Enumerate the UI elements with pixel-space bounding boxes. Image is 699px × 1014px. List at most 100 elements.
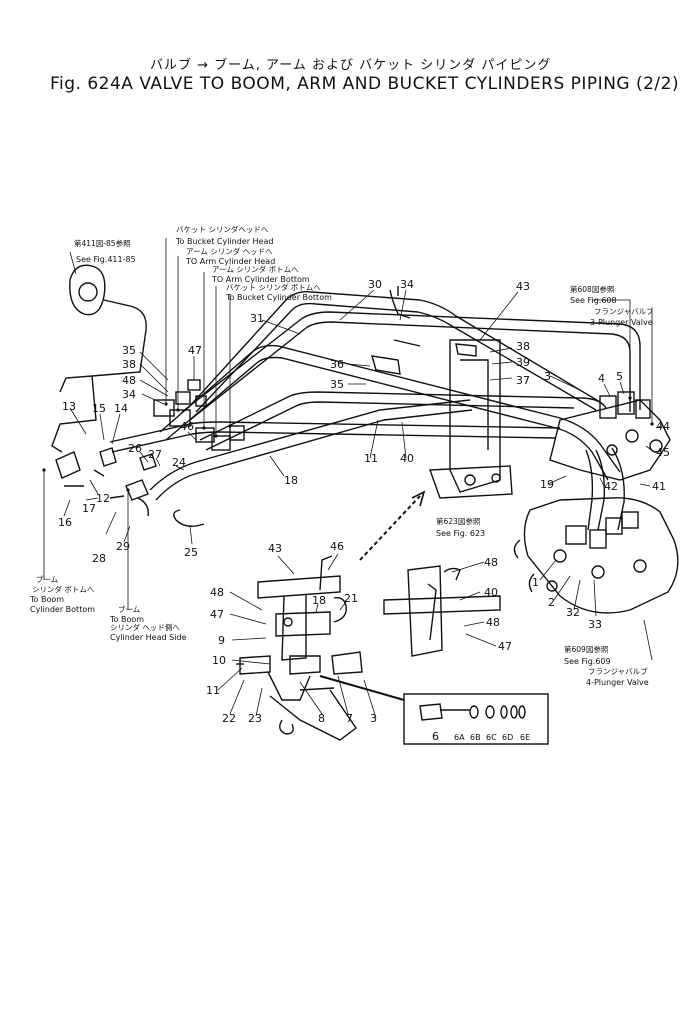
note-boom-bottom-jp1: ブーム <box>36 574 58 584</box>
note-ref-411-jp: 第411図-85参照 <box>74 238 131 248</box>
callout-6b: 6B <box>470 733 481 742</box>
callout-25: 25 <box>184 546 198 559</box>
callout-5: 5 <box>616 370 623 383</box>
note-ref-623: See Fig. 623 <box>436 529 485 538</box>
callout-38: 38 <box>122 358 136 371</box>
callout-18-lower: 18 <box>312 594 326 607</box>
callout-35: 35 <box>122 344 136 357</box>
callout-2: 2 <box>548 596 555 609</box>
callout-42: 42 <box>604 480 618 493</box>
note-ref-623-jp: 第623図参照 <box>436 516 481 526</box>
note-arm-head-jp: アーム シリンダ ヘッドへ <box>186 246 273 256</box>
callout-3: 3 <box>544 370 551 383</box>
callout-39: 39 <box>516 356 530 369</box>
callout-6a: 6A <box>454 733 465 742</box>
callout-13: 13 <box>62 400 76 413</box>
callout-35-center: 35 <box>330 378 344 391</box>
callout-17: 17 <box>82 502 96 515</box>
figure-title: Fig. 624A VALVE TO BOOM, ARM AND BUCKET … <box>50 74 680 94</box>
callout-18: 18 <box>284 474 298 487</box>
note-boom-bottom-1: To Boom <box>29 595 64 604</box>
callout-3-lower: 3 <box>370 712 377 725</box>
callout-38-right: 38 <box>516 340 530 353</box>
note-ref-411: See Fig.411-85 <box>76 255 136 264</box>
note-boom-head-jp2: シリンダ ヘッド側へ <box>110 622 180 632</box>
callout-4: 4 <box>598 372 605 385</box>
note-valve-3: 3-Plunger Valve <box>590 318 653 327</box>
callout-28: 28 <box>92 552 106 565</box>
callout-44: 44 <box>656 420 670 433</box>
callout-27: 27 <box>148 448 162 461</box>
callout-34-left: 34 <box>122 388 136 401</box>
note-boom-bottom-2: Cylinder Bottom <box>30 605 95 614</box>
callout-45: 45 <box>656 446 670 459</box>
note-boom-head-jp1: ブーム <box>118 604 140 614</box>
callout-47: 47 <box>188 344 202 357</box>
callout-10: 10 <box>212 654 226 667</box>
callout-26: 26 <box>128 442 142 455</box>
note-valve-4: 4-Plunger Valve <box>586 678 649 687</box>
callout-6c: 6C <box>486 733 497 742</box>
callout-37: 37 <box>516 374 530 387</box>
note-bucket-head: To Bucket Cylinder Head <box>175 237 273 246</box>
callout-numbers: 30 34 43 31 35 38 48 47 34 36 35 38 39 3… <box>58 278 670 743</box>
callout-47-right: 47 <box>498 640 512 653</box>
callout-22: 22 <box>222 712 236 725</box>
note-ref-608: See Fig.608 <box>570 296 617 305</box>
callout-6d: 6D <box>502 733 513 742</box>
callout-19: 19 <box>540 478 554 491</box>
note-flange-valve-jp-608: フランジャバルブ <box>594 306 654 316</box>
note-arm-head: TO Arm Cylinder Head <box>185 257 275 266</box>
callout-12: 12 <box>96 492 110 505</box>
callout-16: 16 <box>58 516 72 529</box>
callout-15: 15 <box>92 402 106 415</box>
reference-notes: 第411図-85参照 See Fig.411-85 バケット シリンダヘッドへ … <box>29 224 654 687</box>
callout-48-right-2: 48 <box>486 616 500 629</box>
note-boom-head-1: To Boom <box>109 615 144 624</box>
callout-43-lower: 43 <box>268 542 282 555</box>
callout-40-lower: 40 <box>484 586 498 599</box>
callout-46: 46 <box>180 420 194 433</box>
callout-6: 6 <box>432 730 439 743</box>
callout-7: 7 <box>346 712 353 725</box>
callout-48-lower: 48 <box>210 586 224 599</box>
leader-lines <box>43 238 663 719</box>
callout-48: 48 <box>122 374 136 387</box>
note-ref-609-jp: 第609図参照 <box>564 644 609 654</box>
callout-8: 8 <box>318 712 325 725</box>
callout-9: 9 <box>218 634 225 647</box>
arrowheads <box>42 396 654 492</box>
note-bucket-head-jp: バケット シリンダヘッドへ <box>176 224 269 234</box>
callout-32: 32 <box>566 606 580 619</box>
callout-33: 33 <box>588 618 602 631</box>
callout-11: 11 <box>364 452 378 465</box>
note-arm-bottom-jp: アーム シリンダ ボトムへ <box>212 264 299 274</box>
note-ref-608-jp: 第608図参照 <box>570 284 615 294</box>
callout-21: 21 <box>344 592 358 605</box>
pipe-drawing <box>51 264 679 745</box>
callout-34: 34 <box>400 278 414 291</box>
note-ref-609: See Fig.609 <box>564 657 611 666</box>
callout-23: 23 <box>248 712 262 725</box>
callout-40: 40 <box>400 452 414 465</box>
callout-47-lower: 47 <box>210 608 224 621</box>
callout-14: 14 <box>114 402 128 415</box>
callout-43: 43 <box>516 280 530 293</box>
japanese-title: バルブ → ブーム, アーム および バケット シリンダ パイピング <box>150 58 552 73</box>
note-boom-head-2: Cylinder Head Side <box>110 633 187 642</box>
callout-48-right: 48 <box>484 556 498 569</box>
callout-31: 31 <box>250 312 264 325</box>
callout-6e: 6E <box>520 733 530 742</box>
callout-41: 41 <box>652 480 666 493</box>
callout-24: 24 <box>172 456 186 469</box>
callout-29: 29 <box>116 540 130 553</box>
note-bucket-bottom-jp: バケット シリンダ ボトムへ <box>226 282 321 292</box>
note-flange-valve-jp-609: フランジャバルブ <box>588 666 648 676</box>
callout-46-lower: 46 <box>330 540 344 553</box>
callout-1: 1 <box>532 576 539 589</box>
callout-11-lower: 11 <box>206 684 220 697</box>
note-bucket-bottom: To Bucket Cylinder Bottom <box>225 293 332 302</box>
callout-36: 36 <box>330 358 344 371</box>
note-arm-bottom: TO Arm Cylinder Bottom <box>211 275 310 284</box>
